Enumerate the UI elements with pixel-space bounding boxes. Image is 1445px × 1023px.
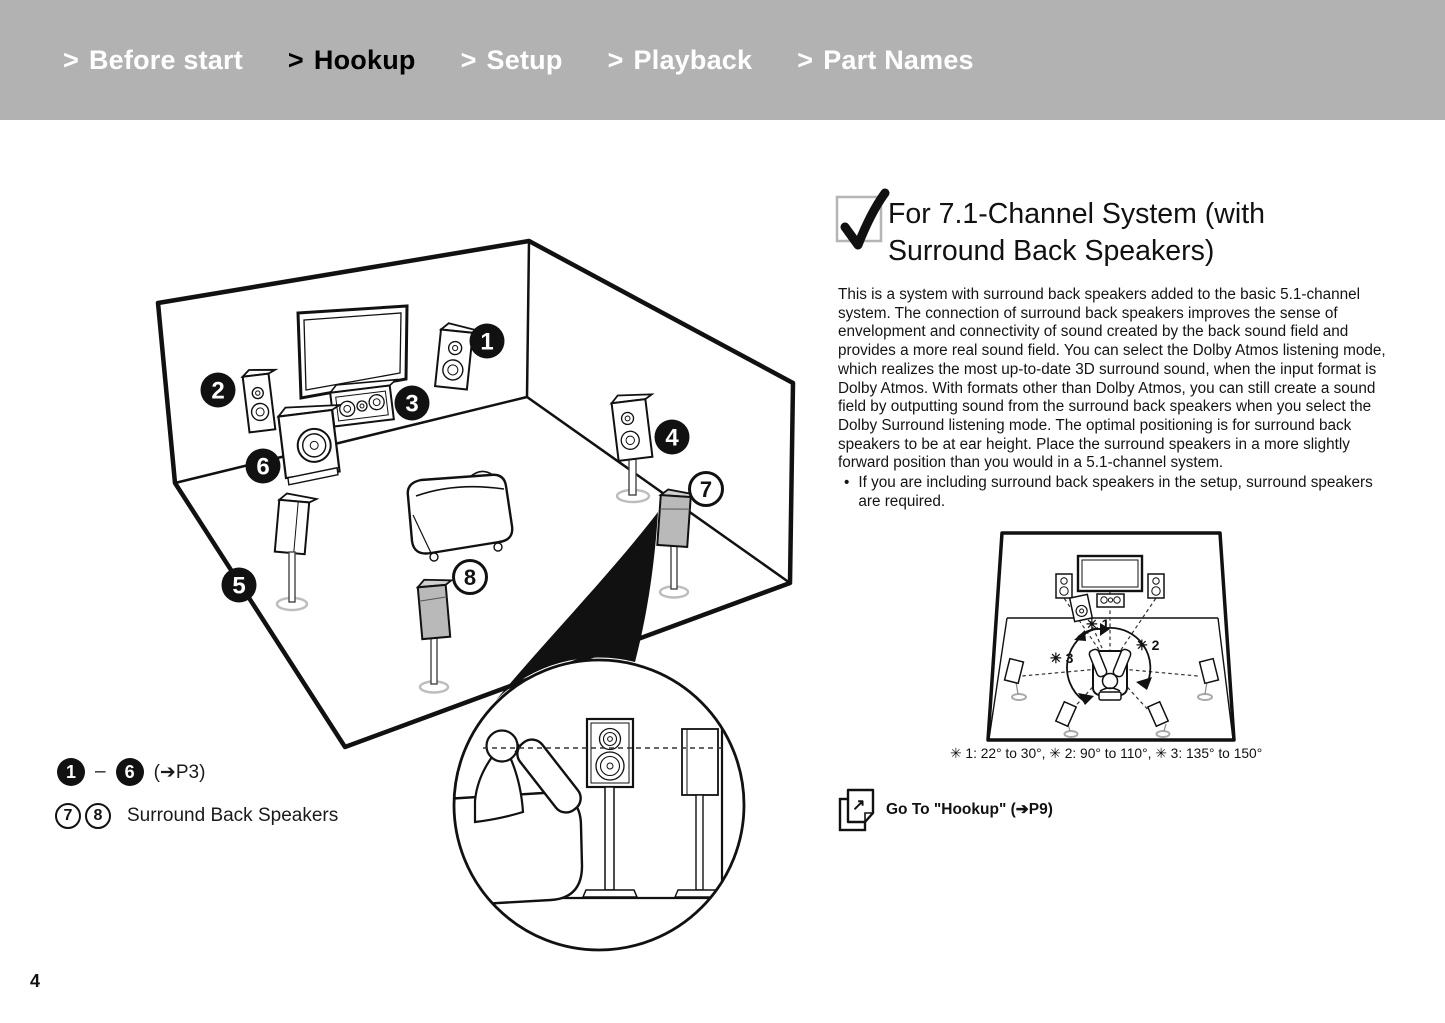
section-title-line2: Surround Back Speakers) <box>888 235 1215 267</box>
badge-4: 4 <box>654 419 690 455</box>
chevron-icon: > <box>460 44 477 75</box>
badge-5-number: 5 <box>232 573 245 600</box>
badge-2-number: 2 <box>211 378 224 405</box>
diagram-caption: ✳ 1: 22° to 30°, ✳ 2: 90° to 110°, ✳ 3: … <box>950 746 1263 761</box>
badge-1-number: 1 <box>480 329 493 356</box>
badge-3: 3 <box>394 385 430 421</box>
nav-before-start-label: Before start <box>88 44 243 75</box>
inset-speaker-far <box>673 728 726 898</box>
zoom-callout-swoosh <box>496 512 658 700</box>
chevron-icon: > <box>63 44 79 75</box>
section-checkbox <box>835 188 890 250</box>
diagram-front-right-speaker <box>1147 573 1165 599</box>
diagram-star2-label: ✳ 2 <box>1136 637 1160 653</box>
goto-arrow-icon: ↗ <box>852 797 865 814</box>
section-paragraph: This is a system with surround back spea… <box>838 286 1386 472</box>
badge-6: 6 <box>245 448 281 484</box>
page-number: 4 <box>30 971 41 991</box>
nav-part-names[interactable]: > Part Names <box>797 45 974 76</box>
badge-8: 8 <box>452 559 488 595</box>
diagram-room <box>986 531 1236 742</box>
inset-person <box>473 729 525 824</box>
nav-setup-label: Setup <box>486 44 563 75</box>
badge-7-number: 7 <box>700 477 712 502</box>
diagram-front-left-speaker <box>1055 573 1073 599</box>
speaker-7-graphic <box>656 488 696 599</box>
nav-part-names-label: Part Names <box>823 44 974 75</box>
goto-pages-icon: ↗ <box>838 788 875 832</box>
speaker-5-graphic <box>273 492 320 612</box>
diagram-angle-arcs <box>1066 623 1152 705</box>
center-speaker-graphic <box>328 378 399 428</box>
section-title: For 7.1-Channel System (with Surround Ba… <box>888 196 1265 270</box>
nav-playback[interactable]: > Playback <box>608 45 753 76</box>
subwoofer-graphic <box>276 403 343 486</box>
inset-speaker-near <box>581 717 639 898</box>
diagram-dashed-lines <box>1021 558 1199 713</box>
nav-hookup-label: Hookup <box>313 44 416 75</box>
speaker-8-graphic <box>415 578 454 694</box>
diagram-center-speaker <box>1096 593 1125 608</box>
nav-setup[interactable]: > Setup <box>461 45 563 76</box>
badge-2: 2 <box>200 372 236 408</box>
legend-badge-6: 6 <box>115 758 144 786</box>
legend-badge-7: 7 <box>55 803 81 829</box>
diagram-side-left-speaker <box>1003 657 1027 701</box>
chevron-icon: > <box>797 44 814 75</box>
diagram-listener <box>1088 648 1132 701</box>
speaker-1-graphic <box>433 322 479 391</box>
room-wall-floor-edges <box>174 395 791 585</box>
section-title-line1: For 7.1-Channel System (with <box>888 198 1265 230</box>
badge-7: 7 <box>688 471 724 507</box>
room-outline <box>155 238 796 750</box>
top-nav-bar: > Before start > Hookup > Setup > Playba… <box>0 0 1445 120</box>
legend-badge-1: 1 <box>57 758 85 786</box>
inset-sofa <box>455 791 584 908</box>
diagram-star1-label: ✳ 1 <box>1086 616 1110 632</box>
badge-3-number: 3 <box>405 391 418 418</box>
room-illustration: 1 2 3 4 5 6 7 8 <box>155 238 796 952</box>
speaker-badges: 1 2 3 4 5 6 7 8 <box>200 323 724 603</box>
badge-6-number: 6 <box>256 454 269 481</box>
placement-diagram: ✳ 1 ✳ 2 ✳ 3 <box>986 531 1236 742</box>
diagram-tv <box>1076 554 1144 593</box>
section-bullet-text: If you are including surround back speak… <box>858 474 1373 510</box>
diagram-rear-right-speaker <box>1146 700 1171 738</box>
legend-row-back-speakers: 7 8 Surround Back Speakers <box>55 803 338 829</box>
speaker-2-graphic <box>240 368 279 434</box>
diagram-subwoofer <box>1068 593 1094 623</box>
nav-hookup[interactable]: > Hookup <box>288 45 416 76</box>
speaker-4-graphic <box>609 393 655 504</box>
bullet-dot: • <box>844 474 850 491</box>
diagram-side-right-speaker <box>1197 657 1220 701</box>
room-corner-edge <box>525 240 531 398</box>
chevron-icon: > <box>607 44 624 75</box>
section-bullet: • If you are including surround back spe… <box>844 474 1389 511</box>
chevron-icon: > <box>287 44 304 75</box>
legend-range-dash: – <box>95 761 106 782</box>
tv-graphic <box>296 304 409 400</box>
goto-hookup-link[interactable]: Go To "Hookup" (➔P9) <box>886 801 1053 818</box>
sofa-graphic <box>406 470 514 562</box>
diagram-rear-left-speaker <box>1054 700 1079 738</box>
nav-before-start[interactable]: > Before start <box>63 45 243 76</box>
zoom-inset <box>452 658 746 952</box>
badge-8-number: 8 <box>464 565 476 590</box>
legend-row-front-speakers: 1 – 6 (➔P3) <box>57 758 205 786</box>
legend-back-speakers-label: Surround Back Speakers <box>127 805 339 826</box>
badge-5: 5 <box>221 567 257 603</box>
check-icon <box>840 188 890 250</box>
nav-playback-label: Playback <box>633 44 753 75</box>
badge-4-number: 4 <box>665 425 679 452</box>
legend-badge-8: 8 <box>85 803 111 829</box>
badge-1: 1 <box>469 323 505 359</box>
legend-page-ref[interactable]: (➔P3) <box>153 761 206 783</box>
diagram-star3-label: ✳ 3 <box>1050 650 1074 666</box>
